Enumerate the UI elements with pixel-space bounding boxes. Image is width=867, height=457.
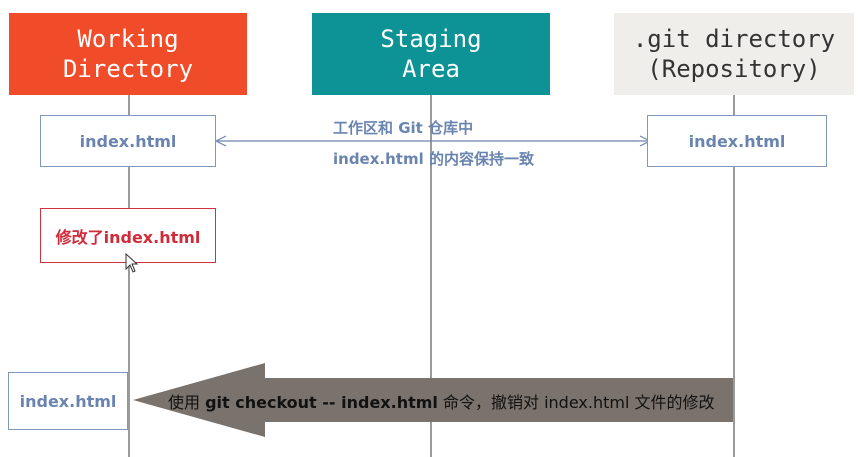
sync-arrow-left-head [214, 135, 227, 147]
modified-index-label: 修改了index.html [55, 227, 201, 247]
working-index-label: index.html [79, 131, 177, 151]
checkout-prefix: 使用 [168, 393, 206, 412]
working-lifeline [128, 95, 130, 457]
working-directory-header: Working Directory [9, 13, 247, 95]
staging-lifeline [430, 95, 432, 457]
checkout-arrow [133, 363, 733, 437]
modified-index-box: 修改了index.html [40, 208, 216, 263]
repository-lifeline [733, 95, 735, 457]
repo-index-label: index.html [688, 131, 786, 151]
checkout-suffix: 命令，撤销对 index.html 文件的修改 [437, 393, 715, 412]
restored-index-box: index.html [8, 372, 128, 430]
sync-note-line2: index.html 的内容保持一致 [333, 150, 534, 168]
sync-note: 工作区和 Git 仓库中 index.html 的内容保持一致 [333, 113, 534, 175]
staging-area-header: Staging Area [312, 13, 550, 95]
repository-header: .git directory (Repository) [614, 13, 854, 95]
repo-index-box: index.html [647, 115, 827, 167]
working-index-box: index.html [40, 115, 216, 167]
checkout-caption: 使用 git checkout -- index.html 命令，撤销对 ind… [168, 389, 714, 413]
mouse-pointer-icon [125, 253, 139, 273]
checkout-command: git checkout -- index.html [205, 393, 438, 412]
restored-index-label: index.html [19, 391, 117, 411]
sync-note-line1: 工作区和 Git 仓库中 [333, 119, 474, 137]
